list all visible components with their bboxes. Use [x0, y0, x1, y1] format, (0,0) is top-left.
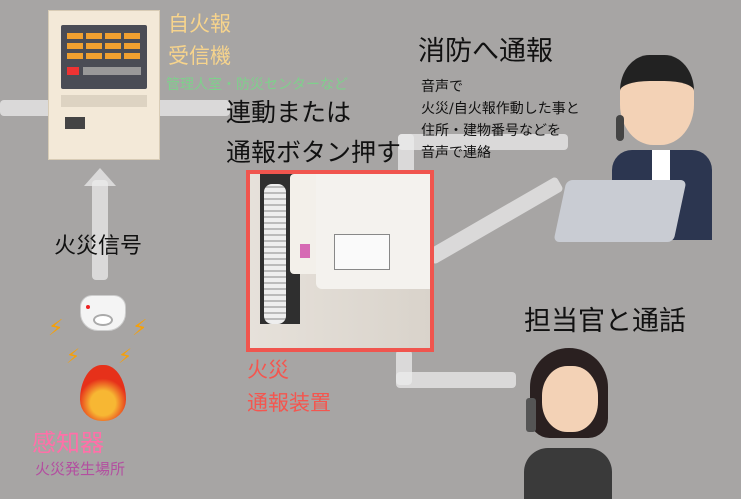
- fire-dept-operator-illustration: [553, 55, 725, 245]
- link-label-2: 通報ボタン押す: [226, 138, 402, 167]
- arrow-to-fire-dept: [398, 134, 568, 150]
- arrow-signal-up: [92, 180, 108, 280]
- arrow-up-stub: [398, 134, 414, 174]
- fire-flame-icon: [80, 365, 126, 421]
- call-officer-label: 担当官と通話: [524, 306, 686, 337]
- device-label-2: 通報装置: [247, 391, 331, 415]
- receiver-display: [61, 25, 147, 89]
- alarm-spark-icon: ⚡: [118, 344, 133, 368]
- phone-icon: [526, 398, 536, 432]
- device-label-1: 火災: [247, 358, 289, 382]
- detector-title: 感知器: [32, 429, 104, 457]
- receiver-location: 管理人室・防災センターなど: [166, 77, 348, 93]
- fire-dept-line: 住所・建物番号などを: [421, 123, 561, 139]
- fire-notification-device-photo: [246, 170, 434, 352]
- receiver-title-1: 自火報: [168, 12, 231, 36]
- arrow-diagonal: [426, 176, 564, 265]
- alarm-spark-icon: ⚡: [66, 344, 81, 368]
- officer-on-phone-illustration: [522, 348, 614, 499]
- detector-subtitle: 火災発生場所: [35, 460, 126, 478]
- fire-signal-label: 火災信号: [54, 234, 143, 259]
- arrow-to-officer-h: [396, 372, 516, 388]
- fire-dept-line: 火災/自火報作動した事と: [421, 101, 580, 117]
- arrow-head-up: [84, 168, 116, 186]
- alarm-spark-icon: ⚡: [132, 316, 148, 341]
- laptop-icon: [553, 180, 687, 242]
- fire-alarm-receiver-panel: [48, 10, 160, 160]
- alarm-spark-icon: ⚡: [48, 316, 64, 341]
- link-label-1: 連動または: [226, 98, 352, 127]
- fire-dept-title: 消防へ通報: [418, 36, 553, 67]
- receiver-slot: [65, 117, 85, 129]
- receiver-title-2: 受信機: [168, 44, 231, 68]
- smoke-detector-icon: [80, 295, 126, 331]
- fire-dept-line: 音声で連絡: [421, 145, 491, 161]
- fire-dept-line: 音声で: [421, 79, 463, 95]
